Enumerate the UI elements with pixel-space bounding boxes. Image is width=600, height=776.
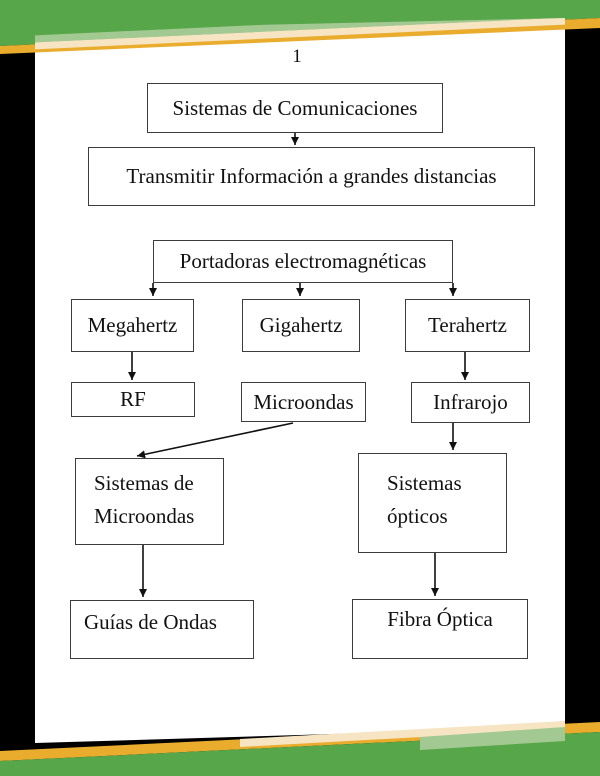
node-fibra-optica: Fibra Óptica: [352, 599, 528, 659]
node-label: Portadoras electromagnéticas: [179, 249, 427, 274]
node-microondas: Microondas: [241, 382, 366, 422]
node-sistemas-opticos: Sistemas ópticos: [358, 453, 507, 553]
node-label: Microondas: [253, 389, 354, 414]
node-rf: RF: [71, 382, 195, 417]
node-label: Fibra Óptica: [387, 607, 493, 631]
node-guias-de-ondas: Guías de Ondas: [70, 600, 254, 659]
node-gigahertz: Gigahertz: [242, 299, 360, 352]
node-label: Infrarojo: [433, 390, 508, 415]
node-label: Sistemas ópticos: [387, 471, 462, 528]
node-label: Sistemas de Microondas: [94, 471, 195, 528]
node-sistemas-de-microondas: Sistemas de Microondas: [75, 458, 224, 545]
node-label: Guías de Ondas: [84, 610, 217, 634]
node-terahertz: Terahertz: [405, 299, 530, 352]
page-number: 1: [292, 46, 302, 67]
node-infrarojo: Infrarojo: [411, 382, 530, 423]
node-label: RF: [120, 387, 146, 412]
node-label: Gigahertz: [259, 313, 343, 338]
node-portadoras-electromagneticas: Portadoras electromagnéticas: [153, 240, 453, 283]
node-transmitir-informacion: Transmitir Información a grandes distanc…: [88, 147, 535, 206]
node-label: Megahertz: [87, 313, 178, 338]
node-sistemas-comunicaciones: Sistemas de Comunicaciones: [147, 83, 443, 133]
node-megahertz: Megahertz: [71, 299, 194, 352]
node-label: Transmitir Información a grandes distanc…: [126, 164, 497, 189]
node-label: Sistemas de Comunicaciones: [172, 95, 418, 120]
node-label: Terahertz: [428, 313, 507, 338]
